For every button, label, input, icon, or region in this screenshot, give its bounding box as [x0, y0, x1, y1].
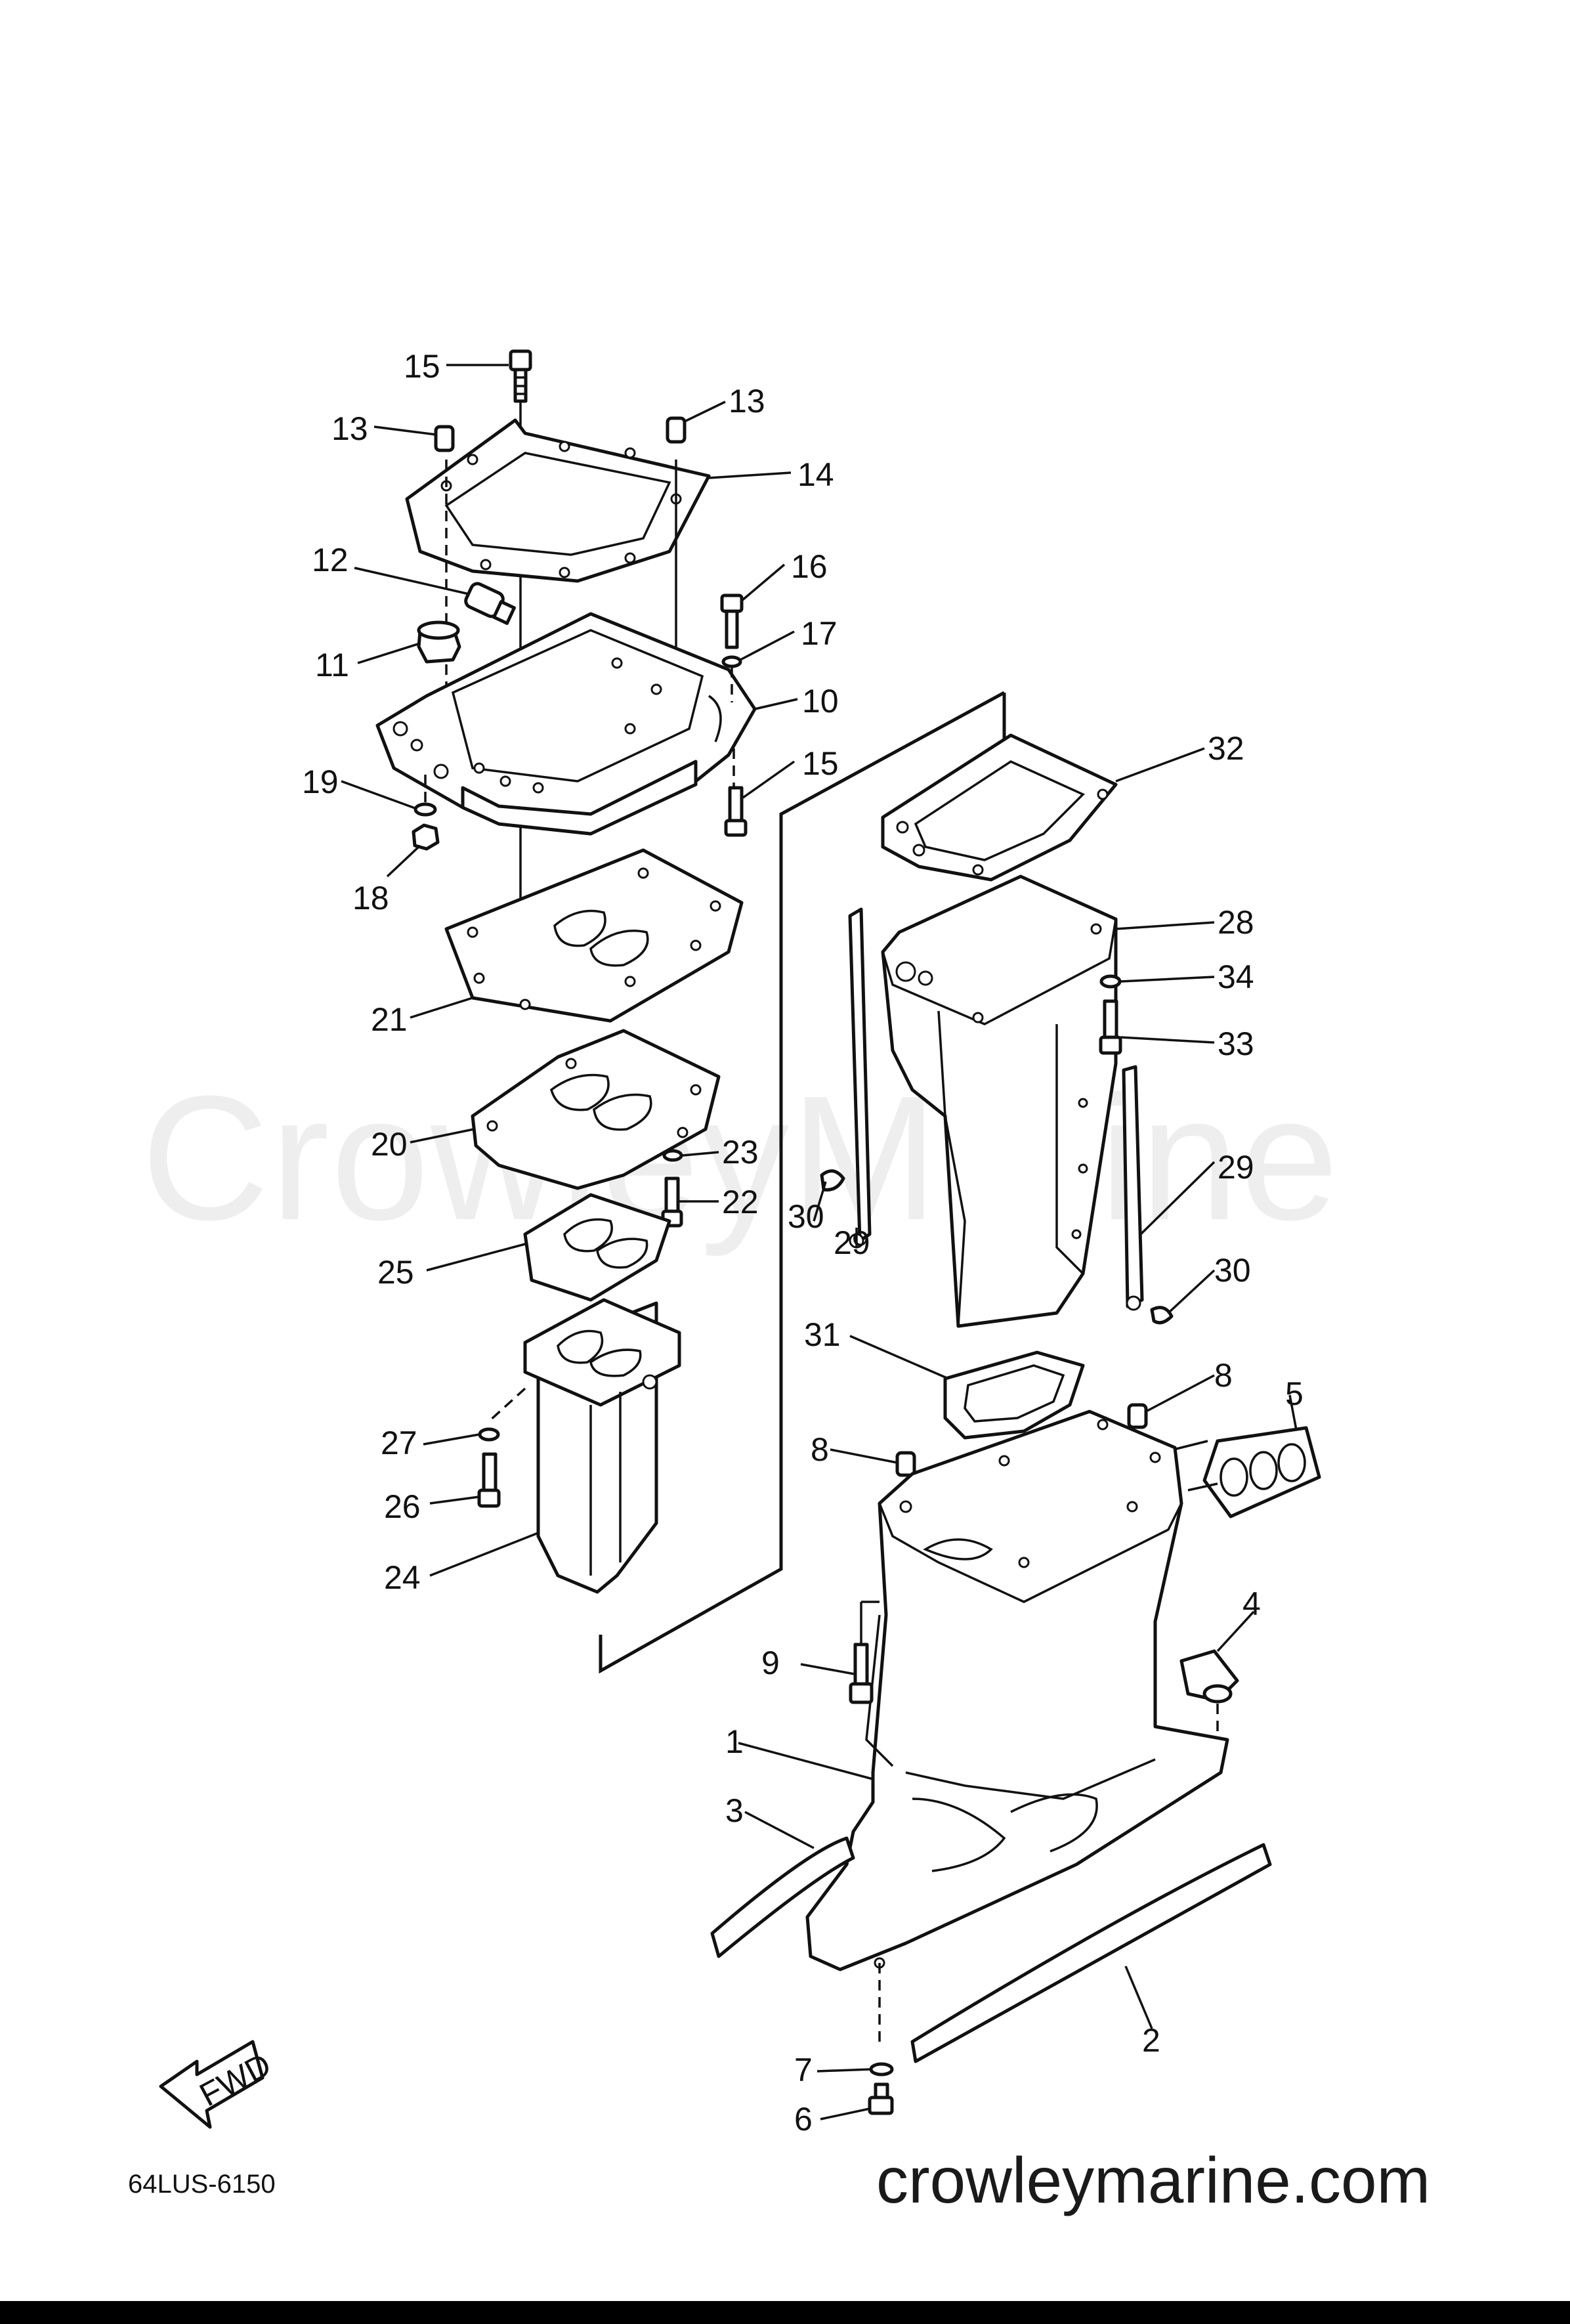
- callout-24: 24: [384, 1559, 421, 1596]
- callout-15-top: 15: [404, 348, 440, 385]
- callout-labels: 15 13 13 14 12 16 11 17 10 15 19 18 32 2…: [302, 348, 1304, 2138]
- gasket-21: [444, 848, 744, 1023]
- callout-29-left: 29: [834, 1224, 870, 1261]
- bolt-16: [720, 593, 744, 649]
- assembly-frame: [599, 691, 1006, 1674]
- callout-4: 4: [1242, 1585, 1261, 1622]
- bolt-6: [868, 2082, 894, 2115]
- lower-casing-1: [805, 1409, 1229, 1971]
- strip-29-right: [1122, 1065, 1144, 1311]
- washer-7: [869, 2062, 894, 2077]
- callout-16: 16: [791, 548, 828, 585]
- callout-15-lower: 15: [802, 745, 839, 782]
- rubber-seal-3: [710, 1836, 855, 1958]
- dowel-13-left: [434, 425, 455, 452]
- bolt-9: [849, 1643, 874, 1704]
- callout-17: 17: [801, 615, 838, 652]
- exhaust-manifold-24: [523, 1298, 681, 1594]
- callout-20: 20: [371, 1126, 408, 1163]
- clip-30-right: [1150, 1306, 1174, 1325]
- bottom-border-bar: [0, 2301, 1570, 2324]
- callout-23: 23: [722, 1134, 759, 1171]
- bolt-15-lower: [724, 786, 748, 837]
- seal-31: [943, 1350, 1085, 1440]
- callout-12: 12: [312, 542, 349, 578]
- callout-5: 5: [1285, 1375, 1304, 1412]
- callout-28: 28: [1218, 904, 1254, 941]
- callout-6: 6: [794, 2101, 813, 2138]
- callout-22: 22: [722, 1184, 759, 1220]
- callout-26: 26: [384, 1488, 421, 1525]
- strip-29-left: [848, 907, 872, 1249]
- washer-34: [1099, 974, 1122, 989]
- callout-2: 2: [1142, 2022, 1160, 2059]
- clip-30-left: [820, 1169, 845, 1192]
- callout-30-left: 30: [788, 1198, 824, 1235]
- rubber-seal-2: [910, 1843, 1272, 2063]
- bolt-26: [477, 1452, 501, 1508]
- callout-18: 18: [352, 880, 389, 916]
- plug-11: [417, 620, 461, 664]
- washer-19: [414, 802, 437, 817]
- washer-23: [662, 1149, 683, 1162]
- callout-33: 33: [1218, 1025, 1254, 1062]
- callout-21: 21: [371, 1001, 408, 1038]
- site-url: crowleymarine.com: [876, 2144, 1431, 2216]
- callout-1: 1: [725, 1723, 744, 1760]
- dowel-13-right: [666, 416, 687, 444]
- callout-8-left: 8: [811, 1431, 829, 1468]
- callout-34: 34: [1218, 958, 1254, 995]
- diagram-code: 64LUS-6150: [128, 2170, 276, 2199]
- callout-13-right: 13: [729, 383, 765, 420]
- nut-18: [412, 823, 440, 851]
- callout-29-right: 29: [1218, 1149, 1254, 1186]
- callout-27: 27: [381, 1425, 417, 1461]
- oil-pan-28: [881, 874, 1118, 1328]
- grommet-5: [1202, 1426, 1321, 1518]
- callout-19: 19: [302, 764, 339, 800]
- callout-13-left: 13: [331, 410, 368, 447]
- fwd-arrow-icon: FWD: [159, 2040, 277, 2129]
- gasket-14: [405, 418, 711, 583]
- dowel-8-right: [1127, 1403, 1148, 1429]
- callout-7: 7: [794, 2052, 813, 2088]
- plate-20: [471, 1029, 721, 1190]
- washer-17: [721, 655, 742, 668]
- callout-3: 3: [725, 1792, 744, 1829]
- callout-9: 9: [761, 1645, 780, 1681]
- callout-11: 11: [315, 647, 349, 683]
- callout-14: 14: [797, 456, 834, 493]
- callout-8-right: 8: [1214, 1357, 1233, 1394]
- callout-25: 25: [377, 1254, 414, 1291]
- leader-lines: [341, 364, 1298, 2120]
- callout-32: 32: [1208, 730, 1244, 767]
- gasket-32: [881, 733, 1118, 882]
- clip-4: [1179, 1649, 1239, 1704]
- gasket-25: [523, 1193, 671, 1302]
- bolt-15-top: [509, 349, 532, 403]
- callout-31: 31: [804, 1316, 841, 1353]
- washer-27: [478, 1427, 500, 1442]
- bolt-33: [1099, 999, 1122, 1055]
- dowel-8-left: [895, 1451, 916, 1477]
- exhaust-guide-10: [375, 612, 757, 836]
- callout-30-right: 30: [1214, 1252, 1251, 1289]
- callout-10: 10: [802, 683, 839, 720]
- fitting-12: [464, 582, 516, 625]
